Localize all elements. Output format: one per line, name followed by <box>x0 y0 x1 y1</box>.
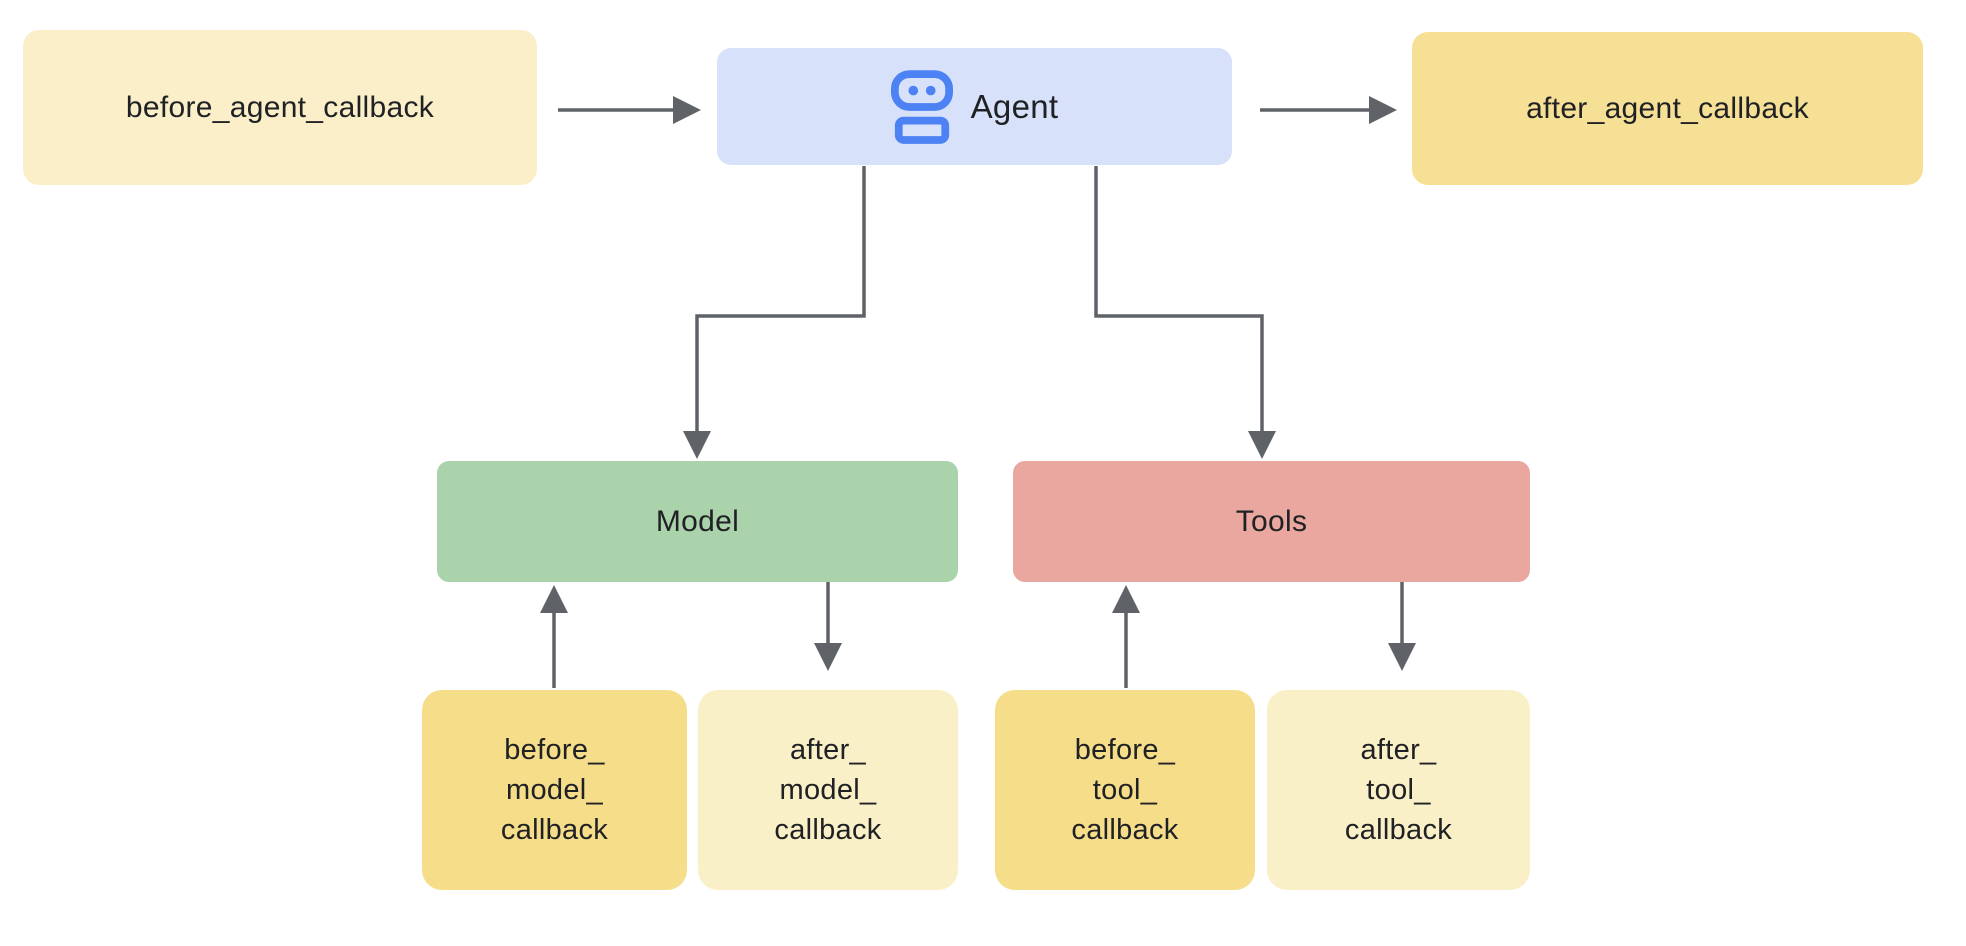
node-label: after_ model_ callback <box>774 734 882 846</box>
node-model: Model <box>437 461 958 582</box>
robot-body <box>894 116 949 144</box>
node-label: after_ tool_ callback <box>1344 734 1453 846</box>
node-after-tool-callback: after_ tool_ callback <box>1267 690 1530 890</box>
arrow-agent-to-tools <box>1094 166 1276 459</box>
robot-icon <box>890 69 953 144</box>
node-label: Tools <box>1235 504 1308 538</box>
node-label: Agent <box>970 87 1059 125</box>
node-agent: Agent <box>717 48 1232 165</box>
node-label: after_agent_callback <box>1526 91 1809 125</box>
robot-eye-left <box>908 85 918 95</box>
arrow-agent-to-model <box>683 166 866 459</box>
node-tools: Tools <box>1013 461 1530 582</box>
node-label: before_ tool_ callback <box>1071 734 1179 846</box>
node-label: before_ model_ callback <box>500 734 609 846</box>
robot-eye-right <box>925 85 936 95</box>
node-label: before_agent_callback <box>125 90 435 124</box>
node-before-tool-callback: before_ tool_ callback <box>995 690 1255 890</box>
robot-head <box>890 69 953 111</box>
node-after-model-callback: after_ model_ callback <box>698 690 958 890</box>
node-before-agent-callback: before_agent_callback <box>23 30 537 185</box>
node-after-agent-callback: after_agent_callback <box>1412 32 1923 185</box>
node-label: Model <box>655 504 740 538</box>
node-before-model-callback: before_ model_ callback <box>422 690 687 890</box>
